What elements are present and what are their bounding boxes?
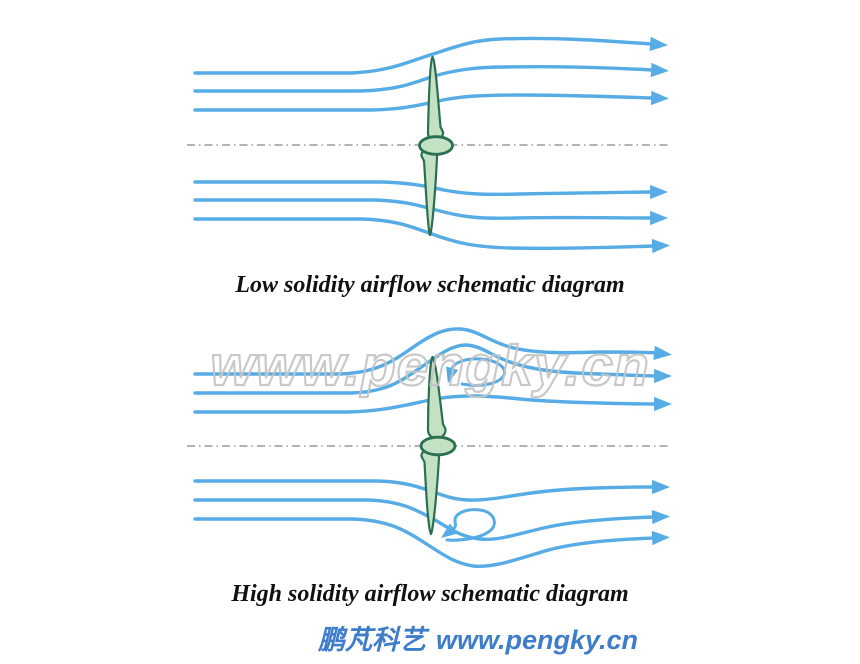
streamline-arrow xyxy=(193,180,668,200)
streamline-arrow xyxy=(193,327,672,376)
streamline-arrow xyxy=(193,62,669,93)
blade-upper-half xyxy=(426,55,445,142)
turbine-blade-high-solidity xyxy=(419,355,457,536)
streamline-arrow xyxy=(193,217,670,254)
streamline-arrow xyxy=(193,394,672,414)
streamline-arrow xyxy=(193,90,669,112)
streamline-arrow xyxy=(193,498,670,542)
turbine-blade-low-solidity xyxy=(418,55,454,237)
streamline-arrow xyxy=(193,517,670,569)
caption-high-solidity: High solidity airflow schematic diagram xyxy=(231,581,629,607)
high-solidity-diagram xyxy=(187,327,672,569)
streamline-arrow xyxy=(193,36,668,75)
low-solidity-diagram xyxy=(187,36,670,254)
caption-low-solidity: Low solidity airflow schematic diagram xyxy=(235,272,625,298)
rotor-hub xyxy=(418,135,454,156)
footer-site-name[interactable]: 鹏芃科艺 xyxy=(317,625,426,655)
streamline-arrow xyxy=(193,343,672,395)
vortex-arrow-upper xyxy=(446,357,506,387)
rotor-hub xyxy=(419,435,457,457)
vortex-arrow-lower xyxy=(441,508,496,542)
footer-site-url[interactable]: www.pengky.cn xyxy=(435,625,639,655)
streamline-arrow xyxy=(193,479,670,502)
streamline-arrow xyxy=(193,198,668,226)
blade-lower-half xyxy=(420,147,439,237)
site-footer[interactable]: 鹏芃科艺 www.pengky.cn xyxy=(96,618,860,657)
